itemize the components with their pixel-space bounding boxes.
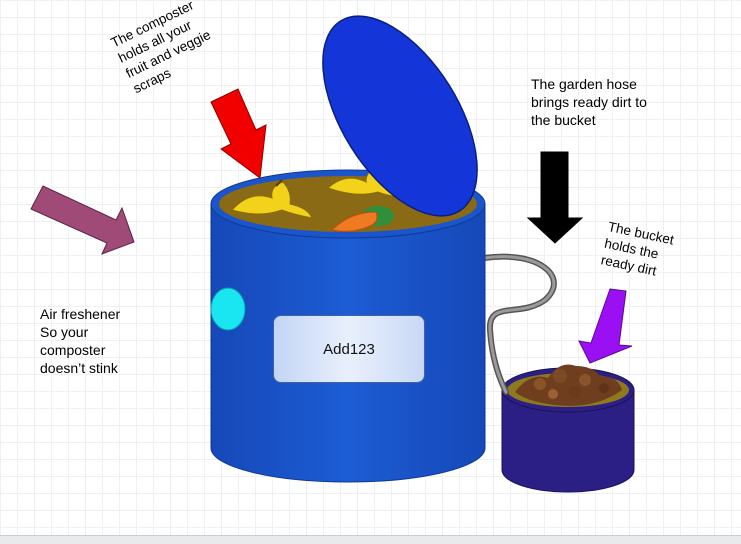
arrow-bucket <box>578 288 633 364</box>
arrow-air-freshener <box>30 185 135 255</box>
carrot <box>330 206 394 232</box>
note-air-freshener: Air freshener So your composter doesn’t … <box>40 306 121 376</box>
composter-label: Add123 <box>273 315 425 383</box>
bucket <box>501 364 635 493</box>
arrow-composter <box>210 88 267 179</box>
composter-label-text: Add123 <box>323 340 375 358</box>
garden-hose <box>481 253 557 395</box>
banana-peel-left <box>231 179 313 219</box>
canvas-bottom-bar <box>0 535 741 544</box>
composter-lid <box>322 15 478 217</box>
ready-dirt <box>515 364 622 406</box>
note-garden-hose: The garden hose brings ready dirt to the… <box>531 76 647 128</box>
air-freshener <box>210 287 246 331</box>
arrow-hose <box>526 151 584 244</box>
